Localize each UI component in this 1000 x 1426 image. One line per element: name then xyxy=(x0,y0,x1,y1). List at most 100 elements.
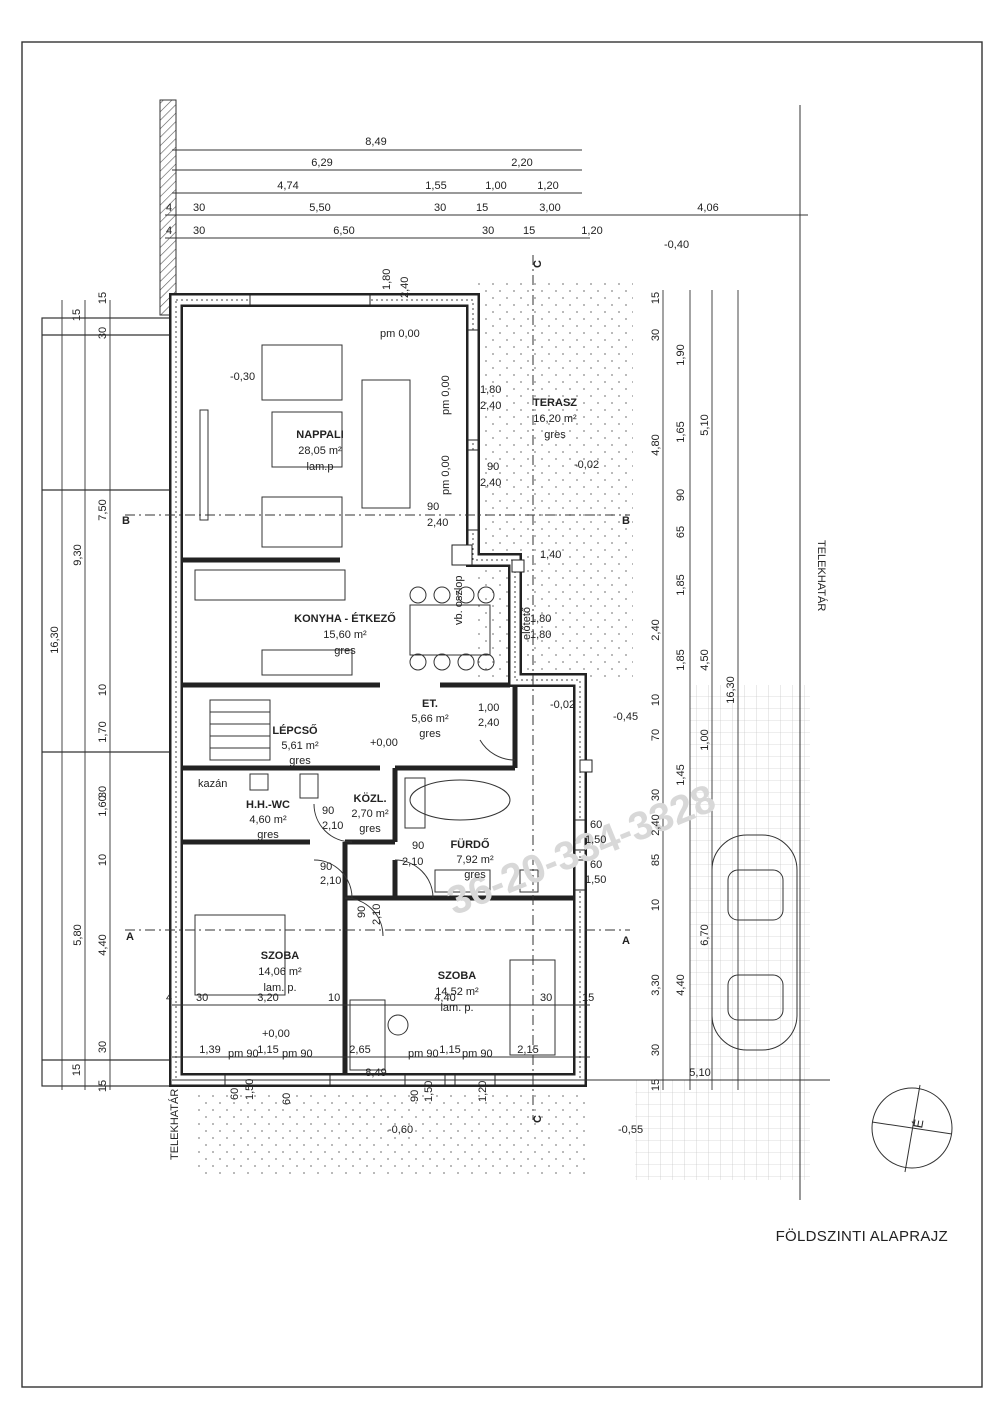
svg-text:5,50: 5,50 xyxy=(309,202,330,214)
svg-text:gres: gres xyxy=(257,829,279,841)
top-dimension-row-5: 4 30 6,50 30 15 1,20 xyxy=(166,225,603,237)
svg-text:2,40: 2,40 xyxy=(399,277,411,298)
svg-text:2,40: 2,40 xyxy=(650,619,662,640)
left-dimensions: 16,30 9,30 5,80 15 15 30 7,50 10 1,70 30… xyxy=(49,292,109,1092)
svg-text:2,40: 2,40 xyxy=(480,477,501,489)
svg-text:4,60 m²: 4,60 m² xyxy=(249,814,287,826)
svg-text:30: 30 xyxy=(97,327,109,339)
svg-text:15: 15 xyxy=(476,202,488,214)
boiler xyxy=(249,773,269,791)
svg-text:1,80: 1,80 xyxy=(530,613,551,625)
label-pm-000-side-2: pm 0,00 xyxy=(440,455,452,495)
svg-text:65: 65 xyxy=(675,526,687,538)
top-dimension-row-2: 6,29 2,20 xyxy=(311,157,532,169)
svg-text:1,85: 1,85 xyxy=(675,649,687,670)
svg-text:3,00: 3,00 xyxy=(539,202,560,214)
svg-text:LÉPCSŐ: LÉPCSŐ xyxy=(272,724,318,737)
right-dimensions: 15 30 1,90 1,65 90 65 1,85 1,85 10 70 30… xyxy=(650,292,737,1091)
dining-table xyxy=(409,604,491,656)
sheet-title: FÖLDSZINTI ALAPRAJZ xyxy=(776,1227,948,1245)
svg-text:16,30: 16,30 xyxy=(725,676,737,704)
svg-text:30: 30 xyxy=(540,992,552,1004)
svg-text:60: 60 xyxy=(590,859,602,871)
svg-text:1,65: 1,65 xyxy=(675,421,687,442)
svg-text:C: C xyxy=(532,1115,544,1123)
label-pm-90-4: pm 90 xyxy=(462,1048,493,1060)
svg-text:2,15: 2,15 xyxy=(517,1044,538,1056)
section-lines xyxy=(125,255,630,1120)
svg-text:1,39: 1,39 xyxy=(199,1044,220,1056)
room-szoba-2: SZOBA 14,52 m² lam. p. xyxy=(435,970,479,1014)
svg-text:2,10: 2,10 xyxy=(320,875,341,887)
svg-text:gres: gres xyxy=(419,728,441,740)
coffee-table xyxy=(271,411,343,468)
svg-text:2,40: 2,40 xyxy=(427,517,448,529)
svg-text:SZOBA: SZOBA xyxy=(261,950,300,962)
room-nappali: NAPPALI 28,05 m² lam.p xyxy=(296,429,343,473)
svg-text:H.H.-WC: H.H.-WC xyxy=(246,799,290,811)
svg-text:30: 30 xyxy=(434,202,446,214)
svg-text:1,80: 1,80 xyxy=(480,384,501,396)
svg-text:6,50: 6,50 xyxy=(333,225,354,237)
top-dimension-row-1: 8,49 xyxy=(365,136,386,148)
svg-text:1,50: 1,50 xyxy=(244,1079,256,1100)
dimension-lines-top xyxy=(165,149,830,1081)
bidet xyxy=(519,869,539,893)
driveway-paving xyxy=(690,685,810,1080)
svg-text:30: 30 xyxy=(97,1041,109,1053)
svg-text:3,30: 3,30 xyxy=(650,974,662,995)
top-dimension-row-3: 4,74 1,55 1,00 1,20 xyxy=(277,180,558,192)
svg-text:4,06: 4,06 xyxy=(697,202,718,214)
svg-text:2,20: 2,20 xyxy=(511,157,532,169)
bottom-dimension-row-2: 1,39 1,15 2,65 1,15 2,15 xyxy=(199,1044,538,1056)
label-vb-oszlop: vb. oszlop xyxy=(453,575,465,625)
svg-text:1,85: 1,85 xyxy=(675,574,687,595)
svg-text:1,20: 1,20 xyxy=(581,225,602,237)
svg-text:C: C xyxy=(532,260,544,268)
kitchen-island xyxy=(261,649,353,676)
svg-text:30: 30 xyxy=(482,225,494,237)
svg-text:2,10: 2,10 xyxy=(371,904,383,925)
svg-text:6,29: 6,29 xyxy=(311,157,332,169)
svg-text:TERASZ: TERASZ xyxy=(533,397,577,409)
svg-text:2,10: 2,10 xyxy=(322,820,343,832)
opening-dimensions: 1,80 2,40 1,80 2,40 90 2,40 90 2,40 1,40… xyxy=(229,269,606,1105)
svg-text:ET.: ET. xyxy=(422,698,438,710)
svg-text:-0,02: -0,02 xyxy=(550,699,575,711)
svg-text:9,30: 9,30 xyxy=(72,544,84,565)
svg-text:30: 30 xyxy=(650,1044,662,1056)
svg-text:NAPPALI: NAPPALI xyxy=(296,429,343,441)
svg-text:+0,00: +0,00 xyxy=(262,1028,290,1040)
svg-text:10: 10 xyxy=(97,684,109,696)
svg-text:1,40: 1,40 xyxy=(540,549,561,561)
svg-text:1,50: 1,50 xyxy=(585,874,606,886)
svg-text:lam.p: lam.p xyxy=(307,461,334,473)
svg-text:10: 10 xyxy=(328,992,340,1004)
svg-text:16,30: 16,30 xyxy=(49,626,61,654)
tv-unit xyxy=(199,409,209,521)
svg-text:2,40: 2,40 xyxy=(478,717,499,729)
interior-walls xyxy=(183,557,573,1073)
room-terasz: TERASZ 16,20 m² gres xyxy=(533,397,577,441)
svg-text:1,20: 1,20 xyxy=(537,180,558,192)
svg-text:B: B xyxy=(622,515,630,527)
paving-bottom-right xyxy=(635,1080,810,1180)
svg-text:-0,02: -0,02 xyxy=(574,459,599,471)
svg-text:4: 4 xyxy=(166,202,172,214)
svg-text:lam. p.: lam. p. xyxy=(263,982,296,994)
svg-text:2,40: 2,40 xyxy=(480,400,501,412)
bottom-dimension-row-3: 8,49 5,10 xyxy=(365,1067,710,1079)
svg-text:1,55: 1,55 xyxy=(425,180,446,192)
svg-text:30: 30 xyxy=(97,786,109,798)
svg-text:15: 15 xyxy=(71,309,83,321)
svg-text:4: 4 xyxy=(166,225,172,237)
svg-text:14,06 m²: 14,06 m² xyxy=(258,966,302,978)
label-telekhatar-right: TELEKHATÁR xyxy=(815,540,828,611)
svg-text:1,15: 1,15 xyxy=(257,1044,278,1056)
svg-text:16,20 m²: 16,20 m² xyxy=(533,413,577,425)
wc xyxy=(299,773,319,799)
svg-text:2,70 m²: 2,70 m² xyxy=(351,808,389,820)
svg-text:1,50: 1,50 xyxy=(585,834,606,846)
stairs xyxy=(209,699,271,761)
svg-text:lam. p.: lam. p. xyxy=(440,1002,473,1014)
